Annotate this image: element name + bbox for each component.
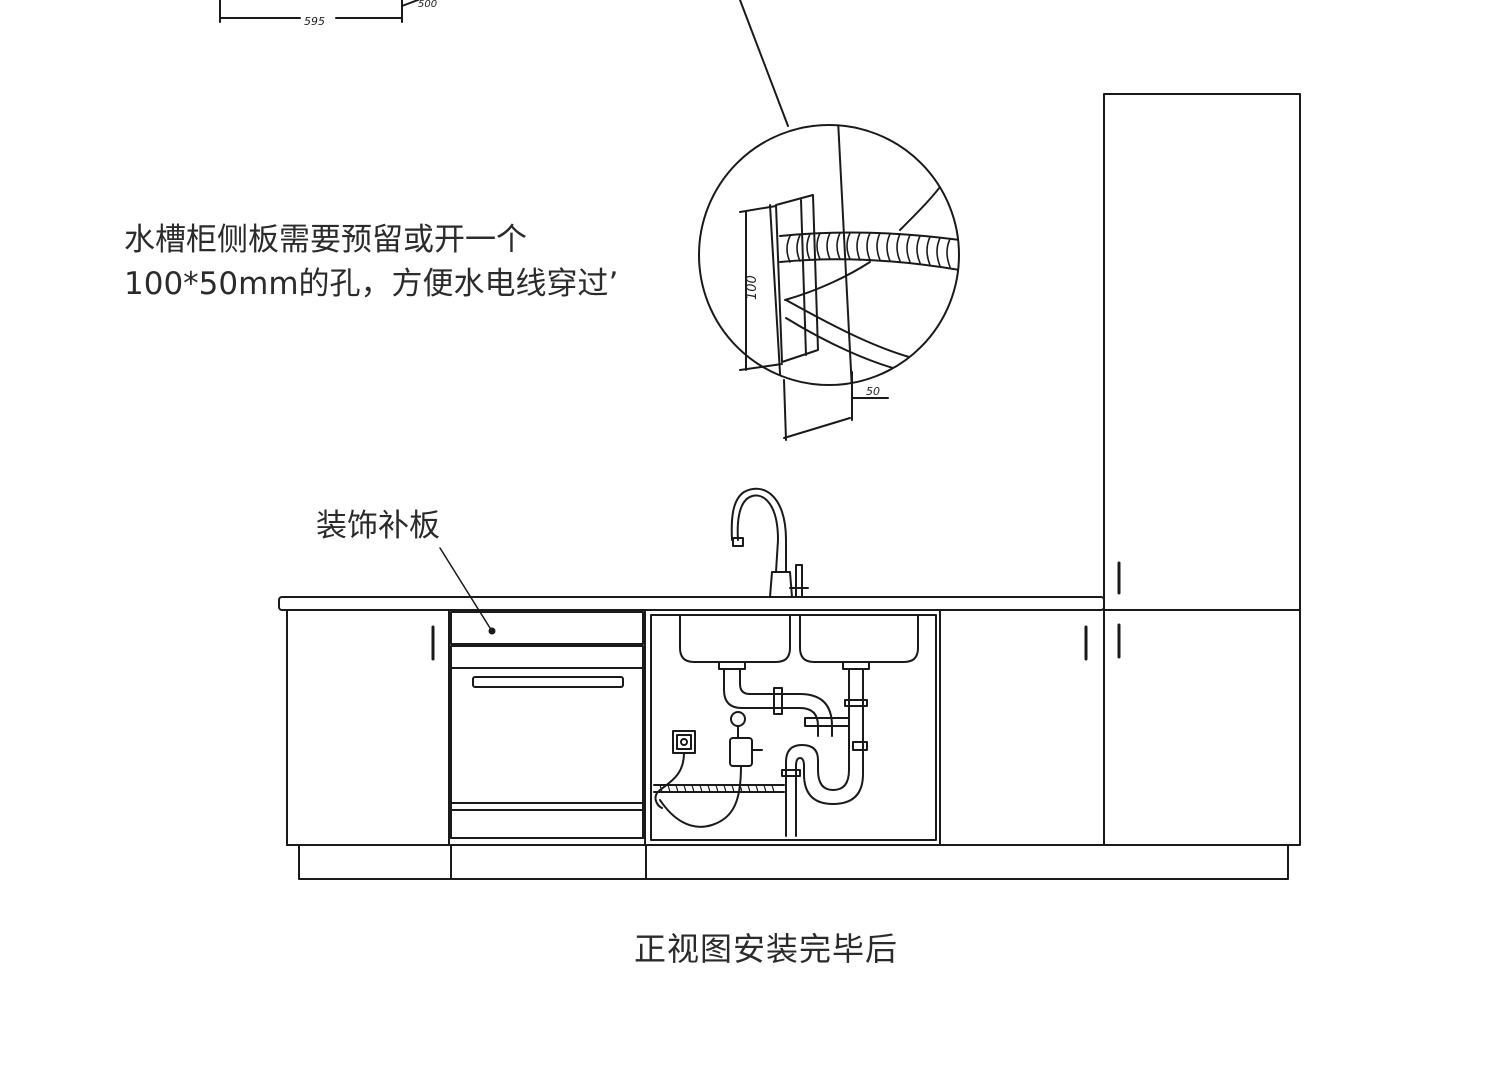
detail-circle: 100 50 (698, 124, 960, 441)
diagram-caption: 正视图安装完毕后 (634, 930, 899, 968)
dim-100-label: 100 (745, 275, 760, 300)
dim-595-label: 595 (304, 15, 325, 28)
decorative-panel-label: 装饰补板 (316, 508, 440, 544)
dim-500-label: 500 (418, 0, 437, 10)
countertop (278, 596, 1105, 611)
detail-leader-line (739, 0, 789, 127)
faucet (730, 487, 809, 598)
sink-cabinet (650, 614, 937, 841)
panel-leader-line (439, 547, 491, 629)
hole-note: 水槽柜侧板需要预留或开一个 100*50mm的孔，方便水电线穿过’ (124, 218, 618, 306)
dim-50-label: 50 (866, 385, 880, 398)
tall-cabinet (1103, 93, 1301, 846)
top-dimension-drawing: 595 500 (219, 0, 437, 28)
dishwasher (450, 611, 644, 839)
hole-note-line2: 100*50mm的孔，方便水电线穿过’ (124, 266, 619, 302)
base-cabinets (286, 609, 1289, 880)
hole-note-line1: 水槽柜侧板需要预留或开一个 (124, 222, 527, 258)
